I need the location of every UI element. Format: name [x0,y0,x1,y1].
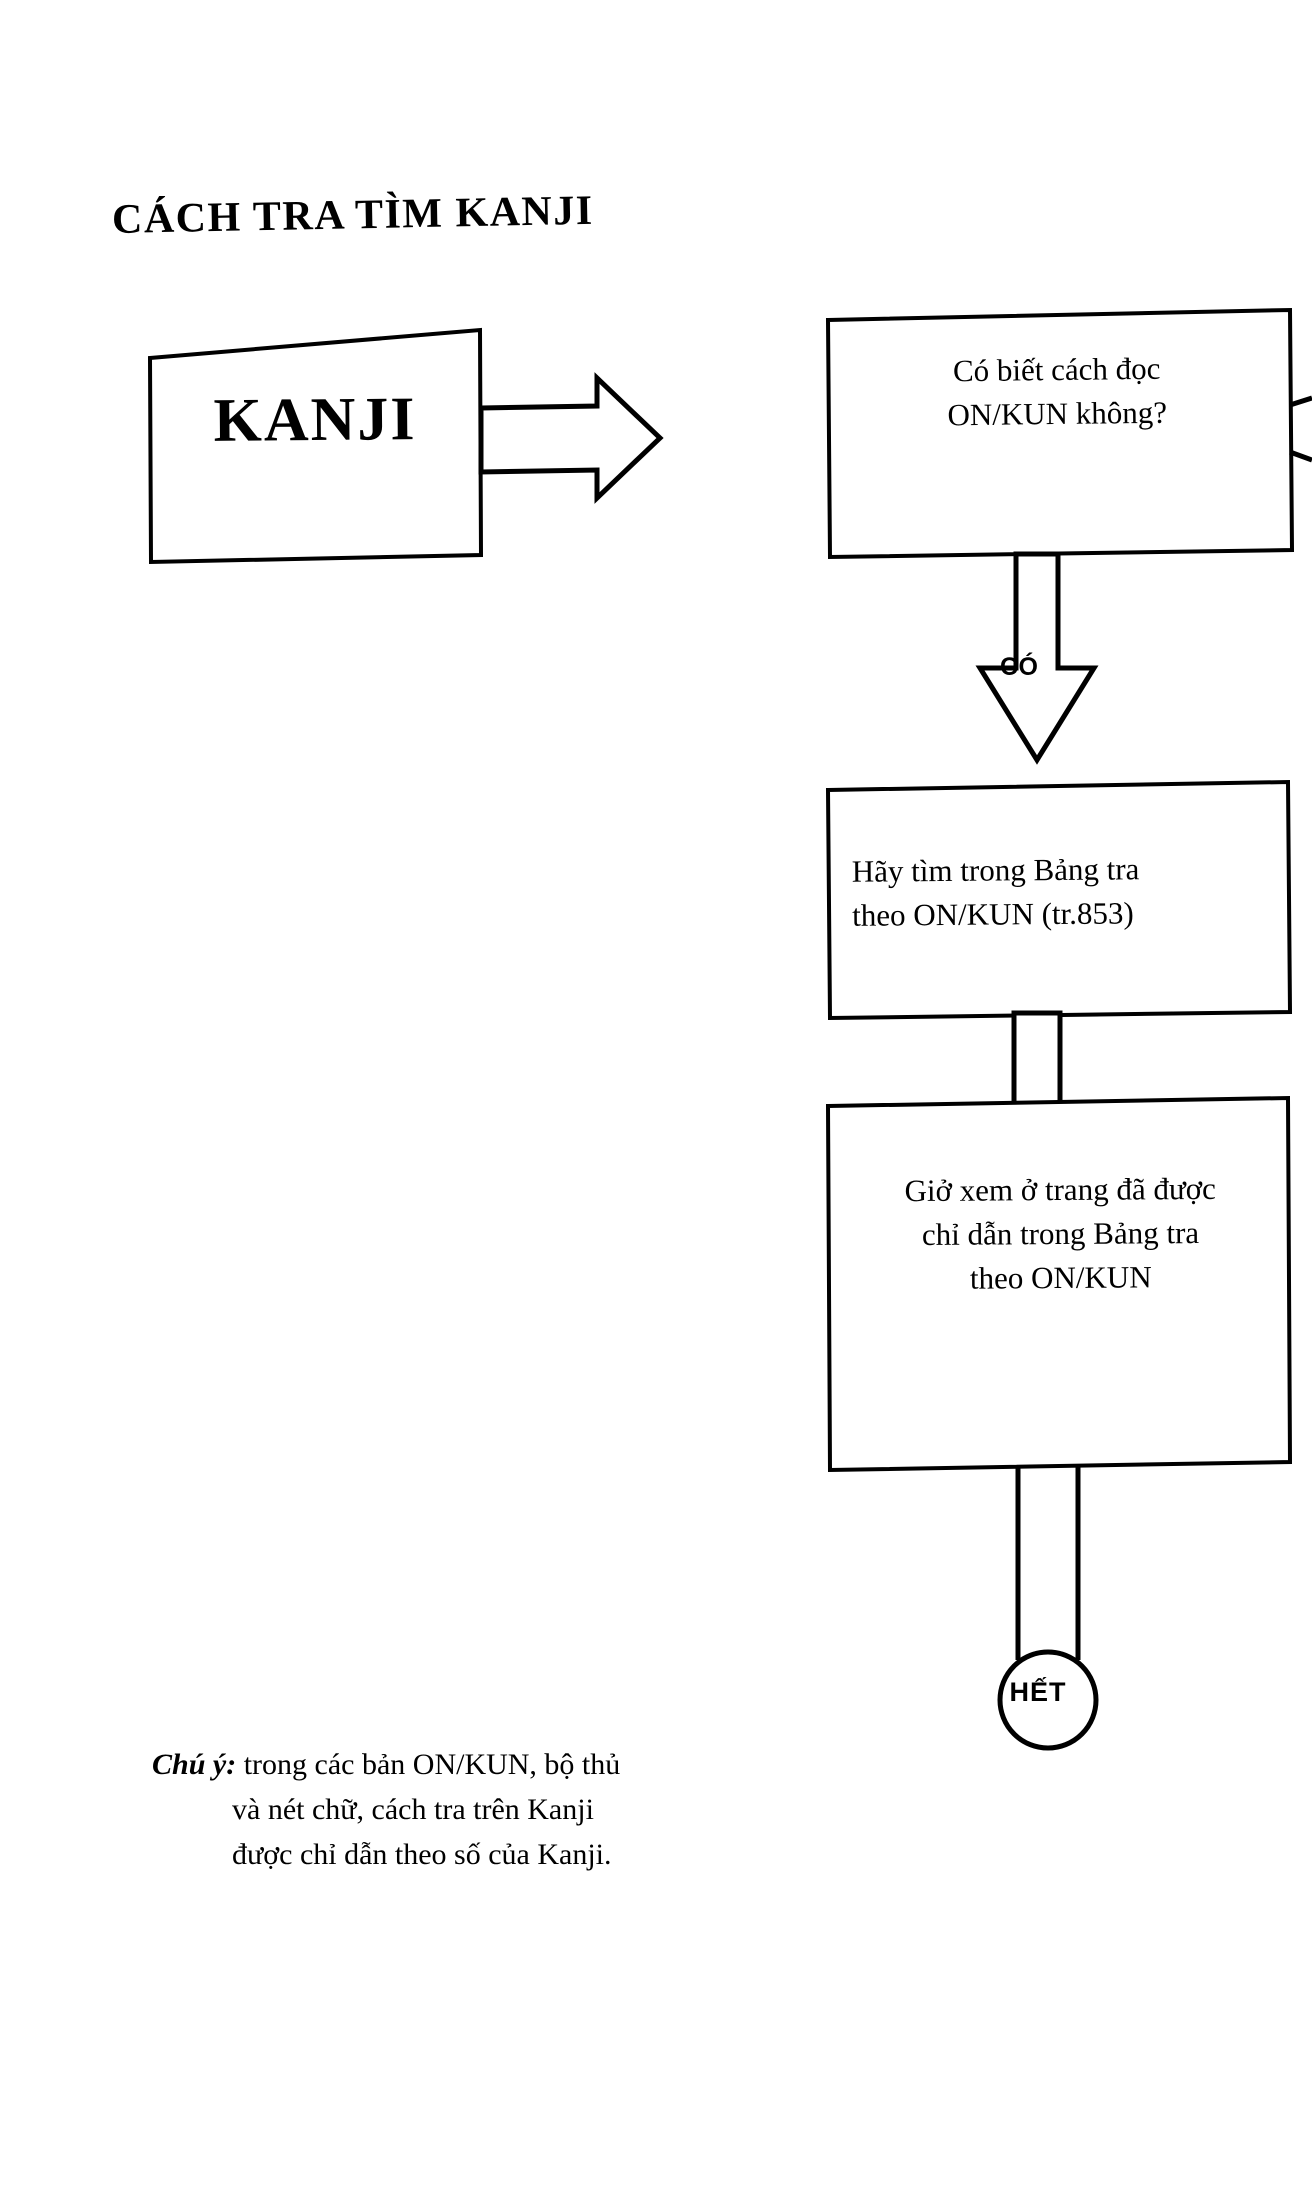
footnote: Chú ý: trong các bản ON/KUN, bộ thủ và n… [152,1742,772,1877]
edge-start-to-decision-arrow [478,372,664,504]
edge-label-co: CÓ [1000,653,1039,681]
node-step2-shape [825,1095,1293,1473]
edge-decision-to-step1-arrow [975,551,1099,765]
node-start-label: KANJI [213,385,417,455]
footnote-line-1: Chú ý: trong các bản ON/KUN, bộ thủ [152,1742,772,1787]
footnote-lead: Chú ý: [152,1748,237,1781]
edge-decision-offpage-line [1289,395,1312,463]
page-title: CÁCH TRA TÌM KANJI [111,187,595,243]
footnote-line-2: và nét chữ, cách tra trên Kanji [232,1793,594,1826]
node-step1-shape [825,779,1293,1021]
node-step2-label: Giở xem ở trang đã được chỉ dẫn trong Bả… [904,1170,1216,1296]
node-decision-label: Có biết cách đọc ON/KUN không? [947,350,1168,433]
node-end-label: HẾT [1009,1677,1067,1707]
footnote-line-3: được chỉ dẫn theo số của Kanji. [232,1838,612,1871]
node-step1-label: Hãy tìm trong Bảng tra theo ON/KUN (tr.8… [851,851,1140,933]
node-start-shape [147,327,484,565]
footnote-line-1-rest: trong các bản ON/KUN, bộ thủ [236,1748,621,1781]
node-decision-shape [825,307,1295,560]
node-end-shape [997,1649,1099,1751]
edge-step2-to-end-stem [1015,1464,1081,1660]
